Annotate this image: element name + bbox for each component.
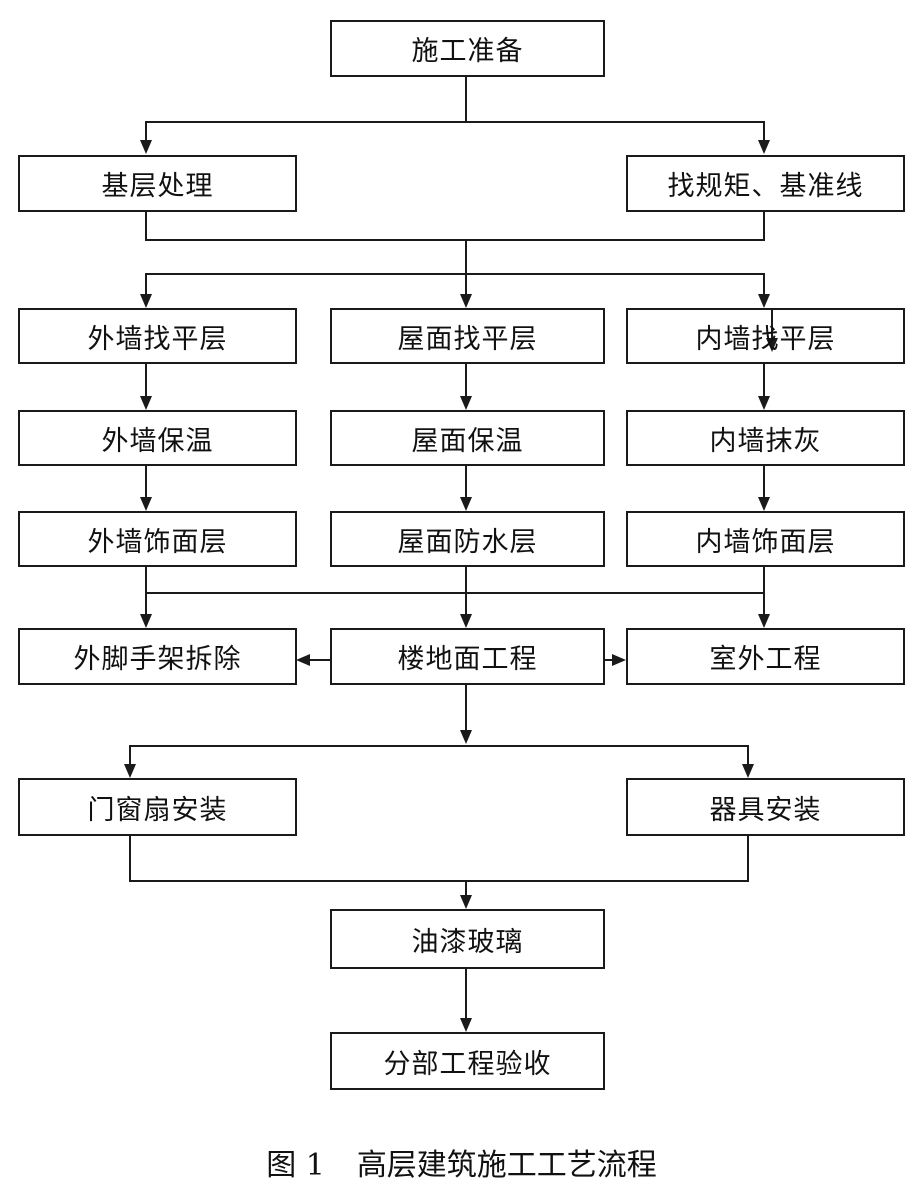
node-paint: 油漆玻璃 bbox=[330, 909, 605, 969]
node-label: 基层处理 bbox=[101, 171, 214, 202]
connector bbox=[145, 121, 765, 140]
arrow-head bbox=[460, 294, 472, 308]
arrow-head bbox=[758, 294, 770, 308]
arrow-head bbox=[758, 396, 770, 410]
node-ext-insul: 外墙保温 bbox=[18, 410, 297, 466]
arrow-head bbox=[766, 338, 778, 352]
arrow-head bbox=[140, 294, 152, 308]
node-int-plaster: 内墙抹灰 bbox=[626, 410, 905, 466]
node-roof-water: 屋面防水层 bbox=[330, 511, 605, 567]
node-outdoor: 室外工程 bbox=[626, 628, 905, 685]
node-label: 屋面保温 bbox=[411, 425, 524, 457]
arrow-head bbox=[758, 140, 770, 154]
node-label: 屋面防水层 bbox=[397, 526, 538, 558]
connector bbox=[129, 745, 749, 764]
arrow-head bbox=[612, 654, 626, 666]
node-doors: 门窗扇安装 bbox=[18, 778, 297, 836]
arrow-head bbox=[460, 396, 472, 410]
arrow-head bbox=[124, 764, 136, 778]
node-label: 内墙找平层 bbox=[695, 323, 836, 355]
node-label: 外脚手架拆除 bbox=[73, 644, 242, 675]
node-prep: 施工准备 bbox=[330, 20, 605, 77]
node-label: 室外工程 bbox=[709, 644, 822, 675]
node-int-level: 内墙找平层 bbox=[626, 308, 905, 364]
node-roof-insul: 屋面保温 bbox=[330, 410, 605, 466]
node-label: 油漆玻璃 bbox=[411, 926, 524, 958]
node-label: 内墙抹灰 bbox=[709, 425, 822, 457]
arrow-head bbox=[742, 764, 754, 778]
node-roof-level: 屋面找平层 bbox=[330, 308, 605, 364]
arrow-head bbox=[140, 396, 152, 410]
arrow-head bbox=[460, 497, 472, 511]
node-floor: 楼地面工程 bbox=[330, 628, 605, 685]
node-label: 外墙保温 bbox=[101, 425, 214, 457]
arrow-head bbox=[296, 654, 310, 666]
arrow-head bbox=[140, 614, 152, 628]
arrow-head bbox=[460, 1018, 472, 1032]
arrow-head bbox=[460, 614, 472, 628]
connector bbox=[145, 273, 765, 294]
connector bbox=[145, 212, 765, 241]
arrow-head bbox=[758, 497, 770, 511]
node-label: 施工准备 bbox=[411, 36, 524, 67]
node-label: 外墙找平层 bbox=[87, 323, 228, 355]
arrow-head bbox=[140, 497, 152, 511]
node-base: 基层处理 bbox=[18, 155, 297, 212]
arrow-head bbox=[758, 614, 770, 628]
arrow-head bbox=[460, 895, 472, 909]
node-fixtures: 器具安装 bbox=[626, 778, 905, 836]
node-label: 门窗扇安装 bbox=[87, 794, 228, 826]
node-ext-level: 外墙找平层 bbox=[18, 308, 297, 364]
figure-title: 高层建筑施工工艺流程 bbox=[356, 1148, 657, 1183]
node-label: 外墙饰面层 bbox=[87, 526, 228, 558]
node-scaffold: 外脚手架拆除 bbox=[18, 628, 297, 685]
connector bbox=[129, 836, 749, 882]
arrow-head bbox=[140, 140, 152, 154]
node-label: 楼地面工程 bbox=[397, 644, 538, 675]
node-label: 分部工程验收 bbox=[383, 1048, 552, 1080]
node-int-finish: 内墙饰面层 bbox=[626, 511, 905, 567]
node-label: 屋面找平层 bbox=[397, 323, 538, 355]
node-ext-finish: 外墙饰面层 bbox=[18, 511, 297, 567]
node-label: 找规矩、基准线 bbox=[667, 171, 864, 202]
node-align: 找规矩、基准线 bbox=[626, 155, 905, 212]
arrow-head bbox=[460, 730, 472, 744]
figure-caption: 图 1 高层建筑施工工艺流程 bbox=[0, 1140, 923, 1184]
node-label: 内墙饰面层 bbox=[695, 526, 836, 558]
node-label: 器具安装 bbox=[709, 794, 822, 826]
figure-number: 图 1 bbox=[266, 1148, 325, 1183]
node-accept: 分部工程验收 bbox=[330, 1032, 605, 1090]
